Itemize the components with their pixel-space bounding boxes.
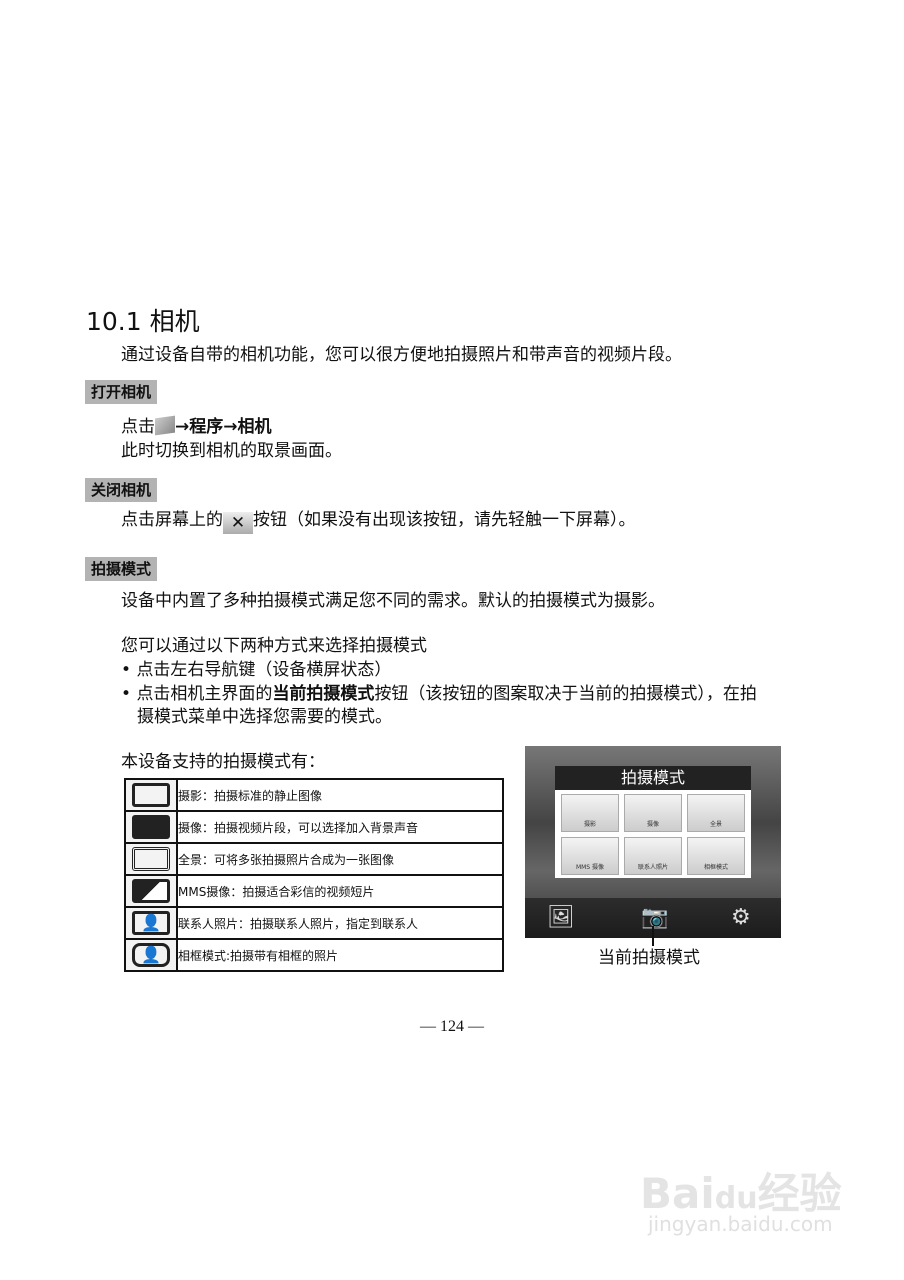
watermark-url: jingyan.baidu.com — [648, 1212, 833, 1236]
baidu-watermark-logo: Baidu经验 — [640, 1169, 842, 1218]
table-row: 摄影：拍摄标准的静止图像 — [124, 778, 504, 812]
modes-table: 摄影：拍摄标准的静止图像 摄像：拍摄视频片段，可以选择加入背景声音 全景：可将多… — [124, 778, 504, 972]
settings-gear-icon: ⚙ — [731, 905, 751, 930]
close-icon: ✕ — [223, 512, 253, 534]
bullet-2: • 点击相机主界面的当前拍摄模式按钮（该按钮的图案取决于当前的拍摄模式），在拍 — [121, 684, 757, 704]
table-row: 👤相框模式:拍摄带有相框的照片 — [124, 938, 504, 972]
windows-start-icon — [155, 415, 175, 436]
close-prefix: 点击屏幕上的 — [121, 510, 223, 530]
contact-photo-icon: 👤 — [132, 911, 170, 935]
screenshot-caption: 当前拍摄模式 — [598, 948, 700, 968]
supported-label: 本设备支持的拍摄模式有： — [121, 752, 325, 772]
bullet-2-a: 点击相机主界面的 — [136, 684, 273, 704]
open-result: 此时切换到相机的取景画面。 — [121, 441, 342, 461]
close-camera-header: 关闭相机 — [85, 478, 158, 502]
open-step: 点击 →程序→相机 — [121, 415, 272, 437]
menu-item: 相框模式 — [687, 837, 745, 875]
mms-video-icon — [132, 879, 170, 903]
bullet-2-cont: 摄模式菜单中选择您需要的模式。 — [137, 707, 392, 727]
mode-desc: 全景：可将多张拍摄照片合成为一张图像 — [176, 842, 504, 876]
caption-pointer — [652, 926, 654, 946]
menu-item: 摄影 — [561, 794, 619, 832]
mode-desc: 摄影：拍摄标准的静止图像 — [176, 778, 504, 812]
menu-title: 拍摄模式 — [555, 766, 751, 790]
camera-screenshot: 拍摄模式 摄影 摄像 全景 MMS 摄像 联系人照片 相框模式 🖼 📷 ⚙ — [525, 746, 781, 938]
panorama-icon — [132, 847, 170, 871]
bullet-2-c: 按钮（该按钮的图案取决于当前的拍摄模式），在拍 — [374, 684, 757, 704]
modes-header: 拍摄模式 — [85, 557, 158, 581]
video-camera-icon — [132, 815, 170, 839]
gallery-icon: 🖼 — [547, 905, 575, 930]
bullet-1: • 点击左右导航键（设备横屏状态） — [121, 660, 392, 680]
menu-item: MMS 摄像 — [561, 837, 619, 875]
menu-item: 联系人照片 — [624, 837, 682, 875]
intro-text: 通过设备自带的相机功能，您可以很方便地拍摄照片和带声音的视频片段。 — [121, 345, 682, 365]
mode-desc: 相框模式:拍摄带有相框的照片 — [176, 938, 504, 972]
frame-mode-icon: 👤 — [132, 943, 170, 967]
camera-icon — [132, 783, 170, 807]
page-number: — 124 — — [420, 1018, 484, 1035]
bullet-1-text: 点击左右导航键（设备横屏状态） — [136, 660, 392, 680]
table-row: MMS摄像：拍摄适合彩信的视频短片 — [124, 874, 504, 908]
open-camera-header: 打开相机 — [85, 380, 158, 404]
table-row: 摄像：拍摄视频片段，可以选择加入背景声音 — [124, 810, 504, 844]
modes-how: 您可以通过以下两种方式来选择拍摄模式 — [121, 636, 427, 656]
open-step-path: →程序→相机 — [175, 417, 272, 437]
menu-item: 摄像 — [624, 794, 682, 832]
close-suffix: 按钮（如果没有出现该按钮，请先轻触一下屏幕）。 — [253, 510, 636, 530]
current-mode-camera-icon: 📷 — [641, 905, 669, 930]
mode-desc: 联系人照片：拍摄联系人照片，指定到联系人 — [176, 906, 504, 940]
section-title: 10.1 相机 — [86, 307, 200, 336]
mode-desc: 摄像：拍摄视频片段，可以选择加入背景声音 — [176, 810, 504, 844]
menu-item: 全景 — [687, 794, 745, 832]
table-row: 👤联系人照片：拍摄联系人照片，指定到联系人 — [124, 906, 504, 940]
table-row: 全景：可将多张拍摄照片合成为一张图像 — [124, 842, 504, 876]
close-step: 点击屏幕上的✕按钮（如果没有出现该按钮，请先轻触一下屏幕）。 — [121, 510, 636, 534]
open-step-prefix: 点击 — [121, 417, 155, 437]
mode-desc: MMS摄像：拍摄适合彩信的视频短片 — [176, 874, 504, 908]
mode-menu: 拍摄模式 摄影 摄像 全景 MMS 摄像 联系人照片 相框模式 — [555, 766, 751, 878]
modes-desc: 设备中内置了多种拍摄模式满足您不同的需求。默认的拍摄模式为摄影。 — [121, 591, 665, 611]
bullet-2-b: 当前拍摄模式 — [272, 684, 375, 704]
